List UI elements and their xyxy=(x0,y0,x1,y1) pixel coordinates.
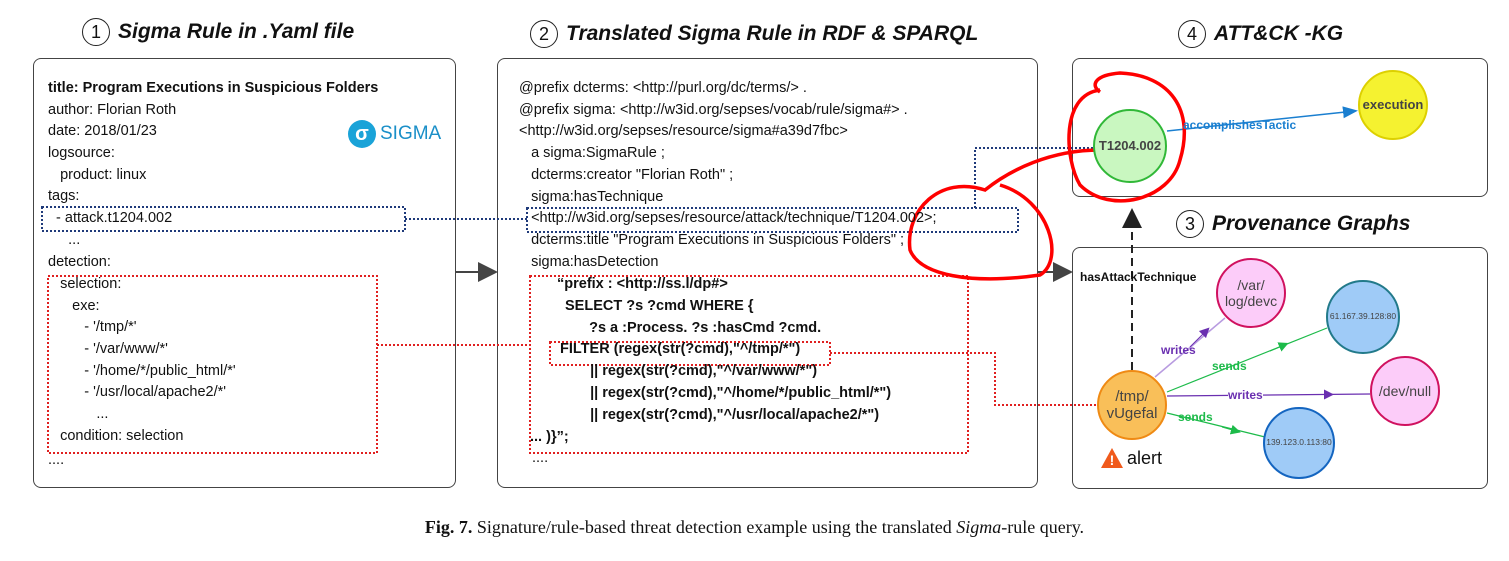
code-line: condition: selection xyxy=(48,428,184,444)
filter-highlight xyxy=(549,341,831,366)
technique-highlight xyxy=(526,207,1019,233)
edge-label-sends: sends xyxy=(1178,410,1213,424)
code-line: SELECT ?s ?cmd WHERE { xyxy=(565,297,754,314)
node-file-devc[interactable]: /var/ log/devc xyxy=(1216,258,1286,328)
header-prov: 3 Provenance Graphs xyxy=(1176,210,1410,238)
edge-label-attack: hasAttackTechnique xyxy=(1080,270,1197,284)
step-number: 4 xyxy=(1178,20,1206,48)
tag-highlight xyxy=(41,206,406,232)
code-line: ?s a :Process. ?s :hasCmd ?cmd. xyxy=(577,319,822,336)
code-line: <http://w3id.org/sepses/resource/sigma#a… xyxy=(519,123,848,140)
header-text: Sigma Rule in .Yaml file xyxy=(118,20,355,43)
code-line: date: 2018/01/23 xyxy=(48,123,157,139)
edge-label-writes: writes xyxy=(1228,388,1263,402)
sigma-logo-text: SIGMA xyxy=(380,123,442,144)
caption-italic: Sigma xyxy=(956,517,1002,537)
figure-caption: Fig. 7. Signature/rule-based threat dete… xyxy=(0,517,1509,538)
yaml-box xyxy=(33,58,456,488)
node-technique[interactable]: T1204.002 xyxy=(1093,109,1167,183)
node-ip1[interactable]: 61.167.39.128:80 xyxy=(1326,280,1400,354)
code-line: || regex(str(?cmd),"^/home/*/public_html… xyxy=(578,385,892,401)
code-line: - '/tmp/*' xyxy=(48,319,137,335)
header-yaml: 1 Sigma Rule in .Yaml file xyxy=(82,18,354,46)
code-line: tags: xyxy=(48,188,80,204)
code-line: dcterms:creator "Florian Roth" ; xyxy=(519,166,734,183)
edge-label-sends: sends xyxy=(1212,359,1247,373)
header-kg: 4 ATT&CK -KG xyxy=(1178,20,1343,48)
code-line: dcterms:title "Program Executions in Sus… xyxy=(519,231,905,248)
sparql-highlight xyxy=(529,275,969,454)
node-file-null[interactable]: /dev/null xyxy=(1370,356,1440,426)
header-text: Provenance Graphs xyxy=(1212,212,1411,235)
code-line: - '/var/www/*' xyxy=(48,341,168,357)
header-text: Translated Sigma Rule in RDF & SPARQL xyxy=(566,22,979,45)
edge-label-accomplishes: accomplishesTactic xyxy=(1183,118,1297,132)
code-line: || regex(str(?cmd),"^/usr/local/apache2/… xyxy=(578,406,880,423)
code-line: .... xyxy=(532,450,549,467)
node-ip2[interactable]: 139.123.0.113:80 xyxy=(1263,407,1335,479)
code-line: ... xyxy=(48,406,109,422)
code-line: - '/home/*/public_html/*' xyxy=(48,363,236,379)
code-line: FILTER (regex(str(?cmd),"^/tmp/*") xyxy=(560,341,801,358)
code-line: exe: xyxy=(48,298,100,314)
code-line: - '/usr/local/apache2/*' xyxy=(48,384,227,400)
sigma-logo: σ SIGMA xyxy=(348,120,441,148)
header-text: ATT&CK -KG xyxy=(1214,22,1344,45)
code-line: ... )}”; xyxy=(530,428,569,445)
red-scribble-rdf xyxy=(907,148,1101,281)
code-line: @prefix dcterms: <http://purl.org/dc/ter… xyxy=(519,80,807,96)
code-line: - attack.t1204.002 xyxy=(48,210,173,226)
node-tactic[interactable]: execution xyxy=(1358,70,1428,140)
code-line: ... xyxy=(48,232,81,248)
edge-label-writes: writes xyxy=(1161,343,1196,357)
red-scribble-technique xyxy=(1067,71,1186,203)
caption-tail: -rule query. xyxy=(1001,517,1085,537)
detection-highlight xyxy=(47,275,378,454)
code-line: <http://w3id.org/sepses/resource/attack/… xyxy=(519,210,937,227)
code-line: .... xyxy=(48,452,65,468)
code-line: sigma:hasTechnique xyxy=(519,188,664,205)
code-line: detection: xyxy=(48,254,111,270)
svg-text:!: ! xyxy=(1110,452,1115,468)
step-number: 1 xyxy=(82,18,110,46)
code-line: product: linux xyxy=(48,167,147,183)
code-line: a sigma:SigmaRule ; xyxy=(519,145,665,162)
alert-icon xyxy=(1101,448,1123,468)
alert-label: alert xyxy=(1127,448,1163,468)
code-line: “prefix : <http://ss.l/dp#> xyxy=(557,276,728,292)
code-line: title: Program Executions in Suspicious … xyxy=(48,80,379,96)
code-line: @prefix sigma: <http://w3id.org/sepses/v… xyxy=(519,101,908,118)
step-number: 3 xyxy=(1176,210,1204,238)
step-number: 2 xyxy=(530,20,558,48)
code-line: sigma:hasDetection xyxy=(519,253,659,270)
code-line: logsource: xyxy=(48,145,115,161)
sigma-icon: σ xyxy=(348,120,376,148)
node-process[interactable]: /tmp/ vUgefal xyxy=(1097,370,1167,440)
header-rdf: 2 Translated Sigma Rule in RDF & SPARQL xyxy=(530,20,978,48)
caption-label: Fig. 7. xyxy=(424,517,473,537)
code-line: author: Florian Roth xyxy=(48,102,177,118)
caption-text: Signature/rule-based threat detection ex… xyxy=(472,517,957,537)
code-line: selection: xyxy=(48,276,122,292)
code-line: || regex(str(?cmd),"^/var/www/*") xyxy=(578,363,818,380)
